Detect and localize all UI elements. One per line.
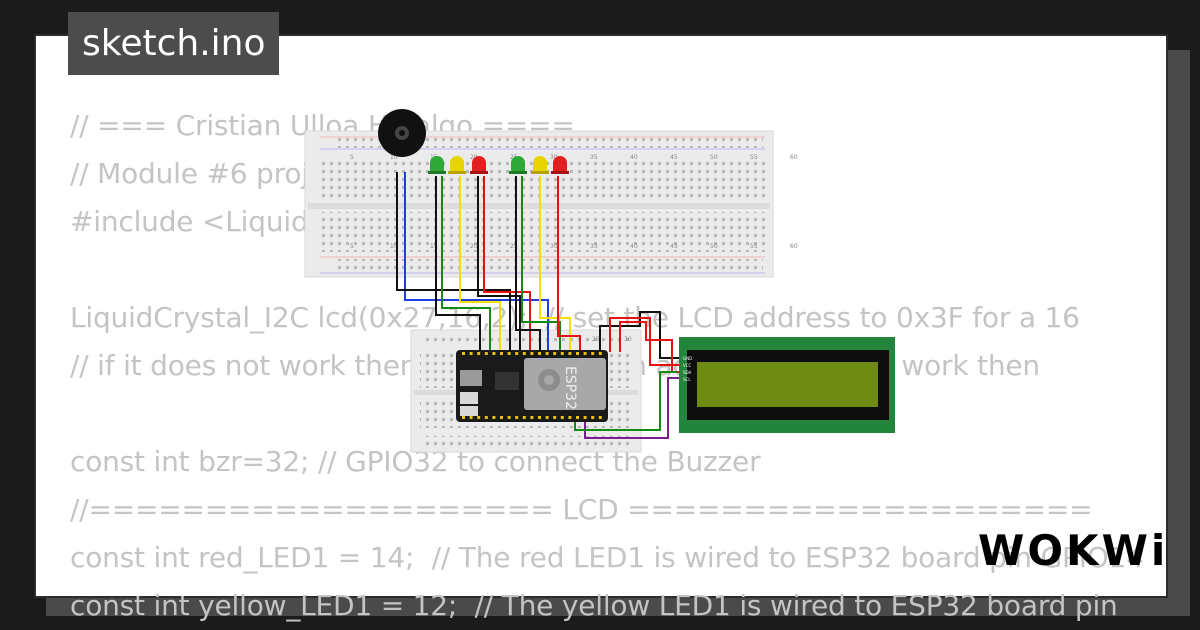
esp32-pin [576,352,579,355]
esp32-pin [507,416,511,419]
wire-blue [404,172,549,352]
breadboard-col-label: 60 [790,154,798,161]
led-yellow-1 [448,156,466,174]
mini-col-label: 25 [592,336,600,343]
wire-purple [584,377,685,439]
breadboard-col-label: 50 [710,154,718,161]
esp32-pin [530,416,534,419]
esp32-pin [530,352,534,355]
wire-yellow [459,176,501,352]
esp32-pin [598,352,602,355]
esp32-pin [576,416,579,419]
led-green-2 [509,156,527,174]
code-line: const int yellow_LED1 = 12; // The yello… [70,589,1118,622]
esp32-pin [500,352,503,355]
lcd-pin-label: VCC [683,363,692,368]
esp32-pin [568,416,572,419]
esp32-pin [515,416,519,419]
breadboard-col-label: 50 [710,243,718,250]
esp32-label: ESP32 [562,366,578,410]
breadboard-col-label: 20 [470,154,478,161]
esp32-pin [553,352,557,355]
breadboard-col-label: 55 [750,243,758,250]
breadboard-col-label: 40 [630,154,638,161]
code-line: //==================== LCD =============… [70,493,1093,526]
code-line: const int red_LED1 = 14; // The red LED1… [70,541,1144,574]
breadboard-col-label: 35 [590,243,598,250]
esp32-pin [500,416,503,419]
esp32-pin [469,352,473,355]
esp32-pin [469,416,473,419]
esp32-pin [545,416,549,419]
esp32-pin [568,352,572,355]
buzzer [378,109,426,157]
esp32-pin [484,416,488,419]
mini-col-label: 30 [624,336,632,343]
wokwi-logo: WOKWi [978,526,1169,575]
lcd-pin-label: GND [683,356,692,361]
breadboard-col-label: 5 [350,243,354,250]
esp32-pin [553,416,557,419]
esp32-pin [477,352,481,355]
breadboard-col-label: 40 [630,243,638,250]
esp32-pin [515,352,519,355]
lcd-display: GND VCC SDA SCL [679,337,895,433]
wire-green [441,176,491,352]
lcd-pin-label: SCL [683,377,691,382]
breadboard-col-label: 30 [550,154,558,161]
esp32-pin [598,416,602,419]
led-green-1 [428,156,446,174]
breadboard-col-label: 35 [590,154,598,161]
esp32-pin [538,416,541,419]
esp32-pin [560,416,564,419]
wires [396,172,685,439]
breadboard-col-label: 10 [390,243,398,250]
esp32-pin [462,416,465,419]
breadboard-col-label: 45 [670,154,678,161]
esp32-pin [591,352,595,355]
breadboard-col-label: 45 [670,243,678,250]
esp32-pin [484,352,488,355]
esp32-pin [492,416,496,419]
breadboard-col-label: 15 [430,243,438,250]
wire-black [396,172,511,352]
code-line: const int bzr=32; // GPIO32 to connect t… [70,445,761,478]
esp32-pin [522,352,526,355]
breadboard-col-label: 5 [350,154,354,161]
led-red-2 [551,156,569,174]
lcd-pin-label: SDA [683,370,692,375]
esp32-pin [477,416,481,419]
code-line: // Module #6 project [70,157,352,190]
esp32-pin [492,352,496,355]
breadboard-col-label: 30 [550,243,558,250]
breadboard-col-label: 10 [390,154,398,161]
breadboard-col-label: 60 [790,243,798,250]
led-red-1 [470,156,488,174]
esp32-pin [583,352,587,355]
esp32-pin [583,416,587,419]
esp32-pin [522,416,526,419]
esp32-pin [538,352,541,355]
esp32-pin [507,352,511,355]
esp32-pin [591,416,595,419]
breadboard-col-label: 20 [470,243,478,250]
breadboard-col-label: 55 [750,154,758,161]
file-tab[interactable]: sketch.ino [68,12,280,75]
leds [428,156,569,174]
esp32-pin [560,352,564,355]
breadboard-col-label: 25 [510,243,518,250]
led-yellow-2 [531,156,549,174]
esp32-pin [462,352,465,355]
esp32-pin [545,352,549,355]
esp32-board: ESP32 [456,350,608,422]
